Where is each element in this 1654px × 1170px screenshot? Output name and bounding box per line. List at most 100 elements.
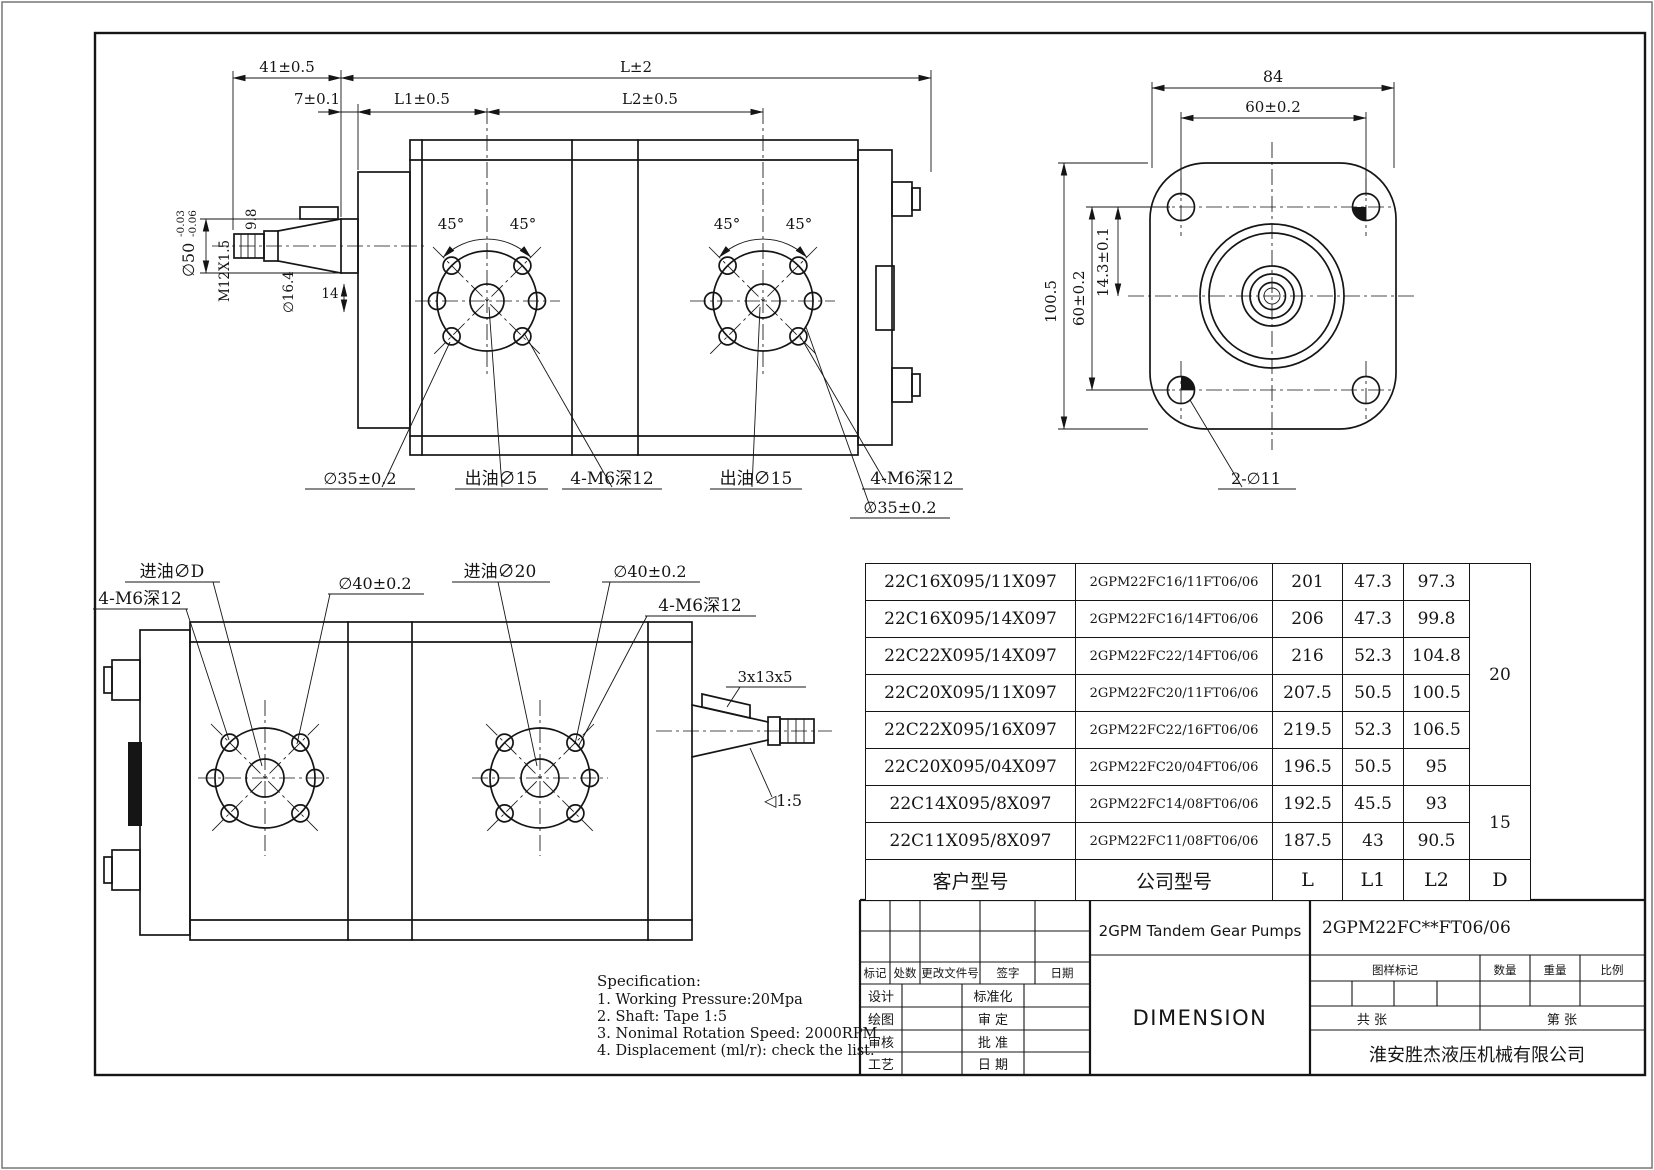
table-cell: 47.3 bbox=[1342, 600, 1404, 638]
table-cell-d-20: 20 bbox=[1469, 563, 1531, 786]
label-m6-right: 4-M6深12 bbox=[870, 469, 953, 489]
approve-label: 批 准 bbox=[978, 1036, 1008, 1051]
tapered-shaft bbox=[690, 692, 815, 759]
table-cell: 219.5 bbox=[1272, 711, 1343, 749]
label-taper-1-5: ◁1:5 bbox=[763, 791, 802, 810]
angle-45-label: 45° bbox=[786, 215, 813, 233]
dim-60-left-label: 60±0.2 bbox=[1070, 270, 1088, 326]
table-cell: 192.5 bbox=[1272, 785, 1343, 823]
table-row: 22C20X095/04X097 2GPM22FC20/04FT06/06 19… bbox=[865, 748, 1531, 786]
table-cell: 22C20X095/04X097 bbox=[865, 748, 1076, 786]
table-cell: 22C20X095/11X097 bbox=[865, 674, 1076, 712]
table-header-cell: 客户型号 bbox=[865, 859, 1076, 901]
svg-text:∅16.4: ∅16.4 bbox=[281, 271, 297, 313]
label-d35-right: ∅35±0.2 bbox=[863, 498, 936, 517]
table-cell: 52.3 bbox=[1342, 637, 1404, 675]
angle-45-label: 45° bbox=[438, 215, 465, 233]
qty-label: 数量 bbox=[1494, 963, 1517, 977]
table-header-cell: L1 bbox=[1342, 859, 1404, 901]
label-key-3x13x5: 3x13x5 bbox=[737, 668, 792, 686]
table-row: 22C22X095/16X097 2GPM22FC22/16FT06/06 21… bbox=[865, 711, 1531, 749]
d50-tolerance-lower: -0.06 bbox=[187, 210, 199, 237]
table-row: 22C20X095/11X097 2GPM22FC20/11FT06/06 20… bbox=[865, 674, 1531, 712]
label-outlet15-left: 出油∅15 bbox=[465, 469, 538, 489]
drawing-mark-label: 图样标记 bbox=[1372, 963, 1418, 977]
table-cell: 45.5 bbox=[1342, 785, 1404, 823]
table-header-cell: L2 bbox=[1403, 859, 1470, 901]
table-cell: 207.5 bbox=[1272, 674, 1343, 712]
dim-41-label: 41±0.5 bbox=[259, 58, 315, 76]
table-cell: 22C22X095/16X097 bbox=[865, 711, 1076, 749]
check-label: 审核 bbox=[868, 1036, 894, 1051]
centerlines bbox=[1128, 142, 1416, 450]
dim-9-8-label: 9.8 bbox=[244, 209, 260, 230]
dim-14-label: 14 bbox=[321, 286, 338, 302]
rev-sign-label: 签字 bbox=[997, 966, 1020, 980]
dim-L-label: L±2 bbox=[620, 58, 652, 76]
table-row: 22C11X095/8X097 2GPM22FC11/08FT06/06 187… bbox=[865, 822, 1531, 860]
title-block: 标记 处数 更改文件号 签字 日期 设计 绘图 审核 工艺 标准化 审 定 批 … bbox=[858, 898, 1645, 1075]
dimensions bbox=[200, 70, 932, 313]
craft-label: 工艺 bbox=[868, 1058, 894, 1073]
design-label: 设计 bbox=[868, 990, 894, 1005]
table-cell: 22C16X095/14X097 bbox=[865, 600, 1076, 638]
table-cell-d-15: 15 bbox=[1469, 785, 1531, 860]
leader-lines bbox=[305, 306, 963, 519]
svg-text:14.3±0.1: 14.3±0.1 bbox=[1094, 227, 1112, 297]
spec-title: Specification: bbox=[597, 972, 701, 990]
table-row: 22C14X095/8X097 2GPM22FC14/08FT06/06 192… bbox=[865, 785, 1531, 860]
table-cell: 196.5 bbox=[1272, 748, 1343, 786]
table-cell: 104.8 bbox=[1403, 637, 1470, 675]
dim-thread-label: M12X1.5 bbox=[217, 240, 233, 302]
dim-L1-label: L1±0.5 bbox=[394, 90, 450, 108]
rev-date-label: 日期 bbox=[1051, 966, 1074, 980]
label-d35-left: ∅35±0.2 bbox=[323, 469, 396, 488]
table-cell: 2GPM22FC20/11FT06/06 bbox=[1075, 674, 1273, 712]
table-row: 22C16X095/11X097 2GPM22FC16/11FT06/06 20… bbox=[865, 563, 1531, 786]
label-inlet-20: 进油∅20 bbox=[464, 562, 537, 582]
angle-45-label: 45° bbox=[714, 215, 741, 233]
table-cell: 2GPM22FC16/11FT06/06 bbox=[1075, 563, 1273, 601]
table-cell: 2GPM22FC11/08FT06/06 bbox=[1075, 822, 1273, 860]
table-cell: 95 bbox=[1403, 748, 1470, 786]
dimensions bbox=[1058, 82, 1395, 490]
draw-label: 绘图 bbox=[868, 1013, 894, 1028]
label-d40-left: ∅40±0.2 bbox=[338, 574, 411, 593]
table-cell: 22C16X095/11X097 bbox=[865, 563, 1076, 601]
table-header-cell: 公司型号 bbox=[1075, 859, 1273, 901]
svg-text:100.5: 100.5 bbox=[1042, 280, 1060, 323]
dim-d16-4-label: ∅16.4 bbox=[281, 271, 297, 313]
dim-7-label: 7±0.1 bbox=[294, 90, 340, 108]
pump-body-outline bbox=[103, 621, 693, 941]
dim-100-5-label: 100.5 bbox=[1042, 280, 1060, 323]
front-flange-view: 84 60±0.2 100.5 60±0.2 14.3±0.1 2-∅11 bbox=[1042, 67, 1416, 490]
table-cell: 93 bbox=[1403, 785, 1470, 823]
side-view-bottom: 进油∅D 4-M6深12 ∅40±0.2 进油∅20 ∅40±0.2 4-M6深… bbox=[93, 562, 832, 941]
dimension-table: 22C16X095/11X097 2GPM22FC16/11FT06/06 20… bbox=[865, 563, 1531, 901]
dim-L2-label: L2±0.5 bbox=[622, 90, 678, 108]
table-cell: 50.5 bbox=[1342, 674, 1404, 712]
table-cell: 2GPM22FC16/14FT06/06 bbox=[1075, 600, 1273, 638]
table-cell: 2GPM22FC22/14FT06/06 bbox=[1075, 637, 1273, 675]
leader-lines bbox=[93, 581, 806, 798]
table-cell: 22C14X095/8X097 bbox=[865, 785, 1076, 823]
label-m6-right: 4-M6深12 bbox=[658, 596, 741, 616]
table-cell: 22C11X095/8X097 bbox=[865, 822, 1076, 860]
spec-line-3: 3. Nonimal Rotation Speed: 2000RPM bbox=[597, 1026, 877, 1042]
table-cell: 43 bbox=[1342, 822, 1404, 860]
angle-45-label: 45° bbox=[510, 215, 537, 233]
shaft-key bbox=[701, 692, 751, 720]
dim-84-label: 84 bbox=[1263, 67, 1283, 86]
table-row: 22C16X095/14X097 2GPM22FC16/14FT06/06 20… bbox=[865, 600, 1531, 638]
drawing-frame bbox=[93, 31, 1647, 1077]
rev-count-label: 处数 bbox=[894, 966, 917, 980]
rev-doc-label: 更改文件号 bbox=[921, 966, 979, 980]
table-row: 22C22X095/14X097 2GPM22FC22/14FT06/06 21… bbox=[865, 637, 1531, 675]
svg-text:9.8: 9.8 bbox=[244, 209, 260, 230]
scale-label: 比例 bbox=[1601, 963, 1624, 977]
approve-check-label: 审 定 bbox=[978, 1013, 1008, 1028]
total-sheets-label: 共 张 bbox=[1357, 1013, 1387, 1028]
table-cell: 106.5 bbox=[1403, 711, 1470, 749]
